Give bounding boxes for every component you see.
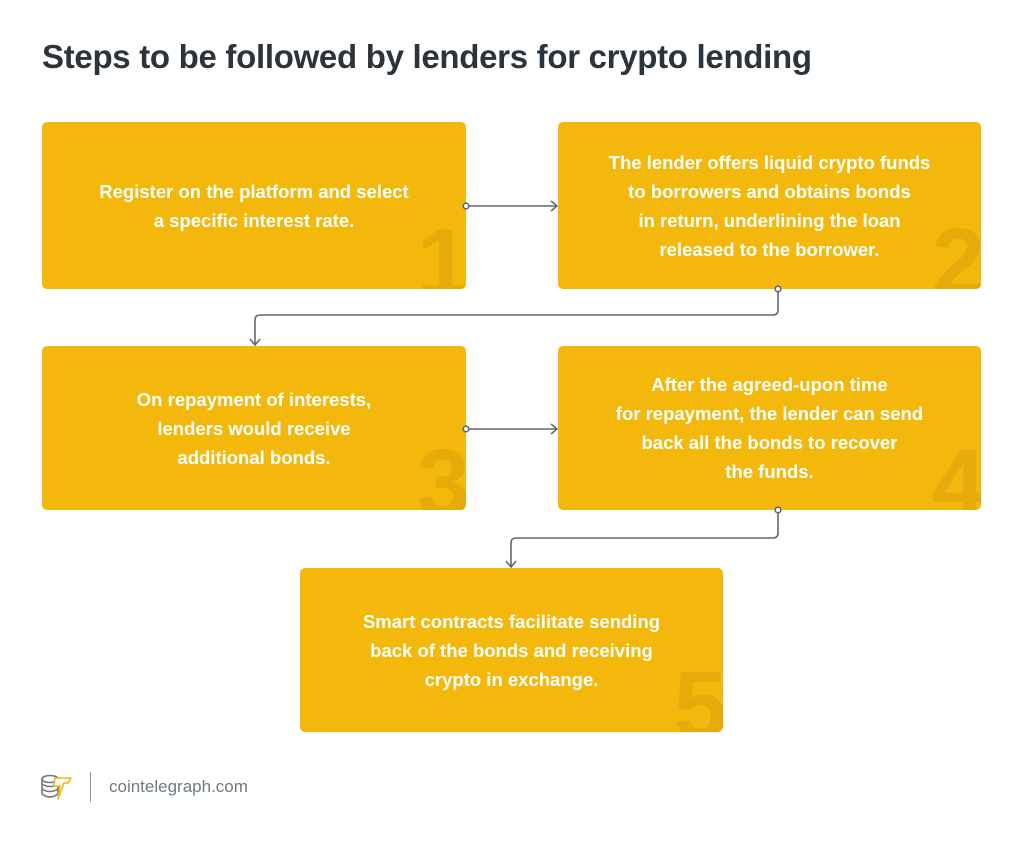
step-4-number: 4 [931,430,981,511]
step-3-number: 3 [416,430,466,511]
page-title: Steps to be followed by lenders for cryp… [42,38,812,75]
connector-2-3 [249,285,782,347]
step-3-text: On repayment of interests, lenders would… [136,388,372,468]
site-name: cointelegraph.com [109,777,248,796]
step-1-text: Register on the platform and select a sp… [99,180,409,231]
step-5-text: Smart contracts facilitate sending back … [362,610,661,690]
step-2-number: 2 [931,209,981,290]
step-4-text: After the agreed-upon time for repayment… [615,374,924,482]
cointelegraph-logo-icon [41,774,72,800]
connector-3-4 [462,423,559,435]
step-5-box: Smart contracts facilitate sending back … [300,568,723,732]
footer-divider [90,772,91,802]
connector-4-5 [505,506,782,569]
step-5-number: 5 [673,652,723,733]
footer: cointelegraph.com [40,772,248,802]
step-3-box: On repayment of interests, lenders would… [42,346,466,510]
connector-1-2 [462,200,559,212]
step-4-box: After the agreed-upon time for repayment… [558,346,981,510]
step-1-box: Register on the platform and select a sp… [42,122,466,289]
step-2-box: The lender offers liquid crypto funds to… [558,122,981,289]
step-2-text: The lender offers liquid crypto funds to… [608,151,931,260]
step-1-number: 1 [416,209,466,290]
